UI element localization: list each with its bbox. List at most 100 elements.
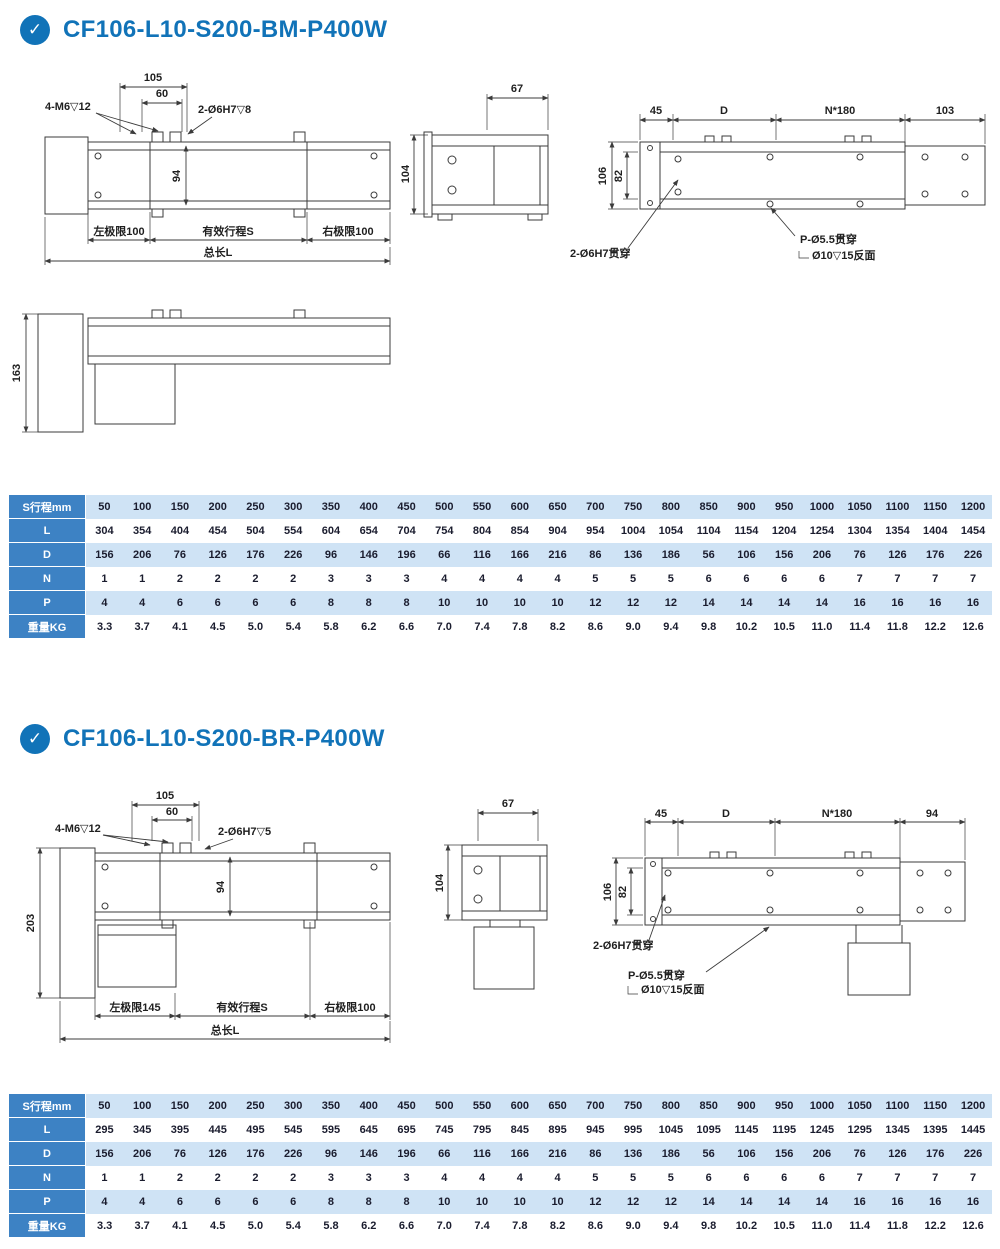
value-cell: 10.2: [727, 614, 766, 639]
row-header-cell: D: [8, 1141, 86, 1166]
value-cell: 6: [689, 1165, 728, 1190]
value-cell: 995: [614, 1117, 652, 1142]
label-right-limit: 右极限100: [321, 224, 373, 238]
value-cell: 954: [576, 518, 615, 543]
value-cell: 8: [387, 1189, 426, 1214]
value-cell: 2: [161, 566, 199, 591]
label-mount-holes: 4-M6▽12: [45, 101, 91, 113]
dim-carriage-length: 105: [156, 790, 174, 802]
value-cell: 504: [236, 518, 275, 543]
dim-N180: N*180: [822, 808, 853, 820]
value-cell: 6.6: [387, 614, 426, 639]
dim-45: 45: [655, 808, 667, 820]
value-cell: 166: [500, 1141, 539, 1166]
value-cell: 186: [651, 1141, 690, 1166]
value-cell: 6: [727, 566, 766, 591]
value-cell: 900: [727, 494, 766, 519]
value-cell: 6: [765, 566, 804, 591]
technical-drawing-bm: 105 60 4-M6▽12 2-Ø6H7▽8 94 左极: [11, 72, 986, 433]
value-cell: 500: [425, 494, 464, 519]
value-cell: 7: [916, 1165, 955, 1190]
value-cell: 300: [274, 1093, 313, 1118]
value-cell: 66: [425, 542, 464, 567]
value-cell: 156: [85, 542, 124, 567]
value-cell: 400: [349, 494, 388, 519]
dim-end-length: 94: [926, 808, 939, 820]
value-cell: 76: [161, 1141, 199, 1166]
section-bm: ✓ CF106-L10-S200-BM-P400W: [0, 14, 1000, 639]
dim-D: D: [720, 105, 728, 117]
dim-body-height: 104: [400, 164, 412, 183]
value-cell: 895: [538, 1117, 577, 1142]
value-cell: 156: [85, 1141, 124, 1166]
value-cell: 50: [85, 494, 124, 519]
value-cell: 126: [198, 1141, 237, 1166]
label-pins-through: 2-Ø6H7贯穿: [570, 246, 631, 260]
value-cell: 76: [840, 1141, 879, 1166]
value-cell: 1395: [916, 1117, 955, 1142]
value-cell: 186: [651, 542, 690, 567]
value-cell: 14: [765, 590, 804, 615]
value-cell: 745: [425, 1117, 464, 1142]
page-title: CF106-L10-S200-BR-P400W: [63, 725, 385, 752]
value-cell: 16: [840, 1189, 879, 1214]
value-cell: 4.1: [161, 614, 199, 639]
value-cell: 12: [576, 1189, 615, 1214]
value-cell: 304: [85, 518, 124, 543]
value-cell: 7.0: [425, 1213, 464, 1238]
value-cell: 5: [576, 1165, 615, 1190]
elevation-view: [37, 309, 391, 433]
value-cell: 14: [727, 1189, 766, 1214]
value-cell: 10: [538, 590, 577, 615]
value-cell: 16: [954, 590, 992, 615]
value-cell: 100: [123, 494, 162, 519]
dim-106: 106: [602, 883, 614, 901]
value-cell: 10.5: [765, 614, 804, 639]
value-cell: 76: [161, 542, 199, 567]
value-cell: 1100: [878, 1093, 917, 1118]
check-icon: ✓: [20, 724, 50, 754]
value-cell: 206: [803, 1141, 841, 1166]
value-cell: 950: [765, 1093, 804, 1118]
value-cell: 500: [425, 1093, 464, 1118]
value-cell: 2: [236, 1165, 275, 1190]
dim-body-width: 67: [502, 798, 514, 810]
value-cell: 4: [500, 1165, 539, 1190]
value-cell: 345: [123, 1117, 162, 1142]
value-cell: 14: [689, 1189, 728, 1214]
section-br: ✓ CF106-L10-S200-BR-P400W: [0, 723, 1000, 1238]
row-header-cell: L: [8, 518, 86, 543]
value-cell: 150: [161, 494, 199, 519]
value-cell: 4: [538, 1165, 577, 1190]
value-cell: 804: [463, 518, 501, 543]
technical-drawing-br: 105 60 4-M6▽12 2-Ø6H7▽5 94 203: [25, 790, 966, 1043]
value-cell: 554: [274, 518, 313, 543]
value-cell: 8.2: [538, 1213, 577, 1238]
value-cell: 1404: [916, 518, 955, 543]
value-cell: 10: [500, 1189, 539, 1214]
value-cell: 4: [85, 1189, 124, 1214]
value-cell: 4: [463, 566, 501, 591]
value-cell: 1200: [954, 1093, 992, 1118]
value-cell: 450: [387, 494, 426, 519]
value-cell: 3: [349, 566, 388, 591]
label-counterbore: Ø10▽15反面: [641, 982, 705, 996]
value-cell: 395: [161, 1117, 199, 1142]
value-cell: 7.4: [463, 614, 501, 639]
value-cell: 146: [349, 1141, 388, 1166]
value-cell: 116: [463, 1141, 501, 1166]
value-cell: 6: [161, 1189, 199, 1214]
value-cell: 904: [538, 518, 577, 543]
value-cell: 2: [274, 1165, 313, 1190]
value-cell: 16: [878, 590, 917, 615]
value-cell: 11.0: [803, 614, 841, 639]
value-cell: 7: [878, 1165, 917, 1190]
value-cell: 850: [689, 494, 728, 519]
value-cell: 10: [425, 590, 464, 615]
value-cell: 1: [123, 1165, 162, 1190]
value-cell: 7.8: [500, 1213, 539, 1238]
dim-carriage-length: 105: [144, 72, 162, 84]
